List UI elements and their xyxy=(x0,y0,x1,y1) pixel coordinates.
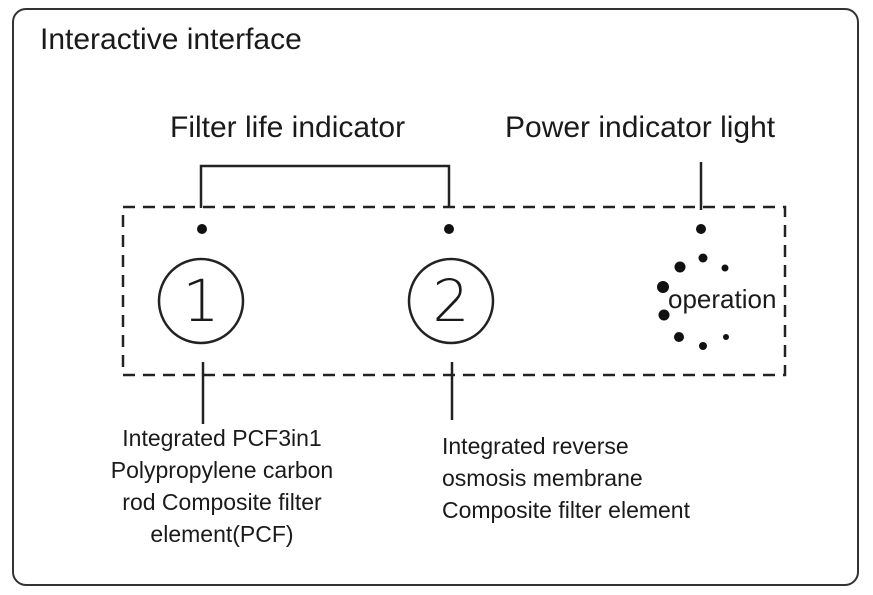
description-line: Polypropylene carbon xyxy=(110,457,334,483)
ro-filter-description: Integrated reverse osmosis membrane Comp… xyxy=(442,430,822,526)
button-2-ring xyxy=(407,257,495,345)
filter-life-indicator-label: Filter life indicator xyxy=(170,111,406,144)
description-line: rod Composite filter xyxy=(122,489,322,515)
button-2[interactable]: 2 xyxy=(432,267,470,335)
description-line: Integrated PCF3in1 xyxy=(122,425,322,451)
operation-spinner-icon xyxy=(657,253,729,350)
filter-life-bracket xyxy=(199,164,451,208)
control-panel-outline xyxy=(121,205,787,377)
description-line: Composite filter element xyxy=(442,497,690,523)
filter-life-indicator-dot-2 xyxy=(444,224,454,234)
operation-button[interactable]: operation xyxy=(668,284,777,314)
power-indicator-dot xyxy=(696,224,706,234)
filter-life-indicator-dot-1 xyxy=(197,224,207,234)
button-1-ring xyxy=(157,257,245,345)
page-title: Interactive interface xyxy=(40,23,302,56)
button-1[interactable]: 1 xyxy=(182,267,220,335)
power-indicator-label: Power indicator light xyxy=(505,111,776,144)
pcf-filter-description: Integrated PCF3in1 Polypropylene carbon … xyxy=(62,422,382,550)
description-line: osmosis membrane xyxy=(442,465,643,491)
description-line: Integrated reverse xyxy=(442,433,629,459)
interface-frame xyxy=(12,8,859,586)
description-line: element(PCF) xyxy=(150,521,294,547)
